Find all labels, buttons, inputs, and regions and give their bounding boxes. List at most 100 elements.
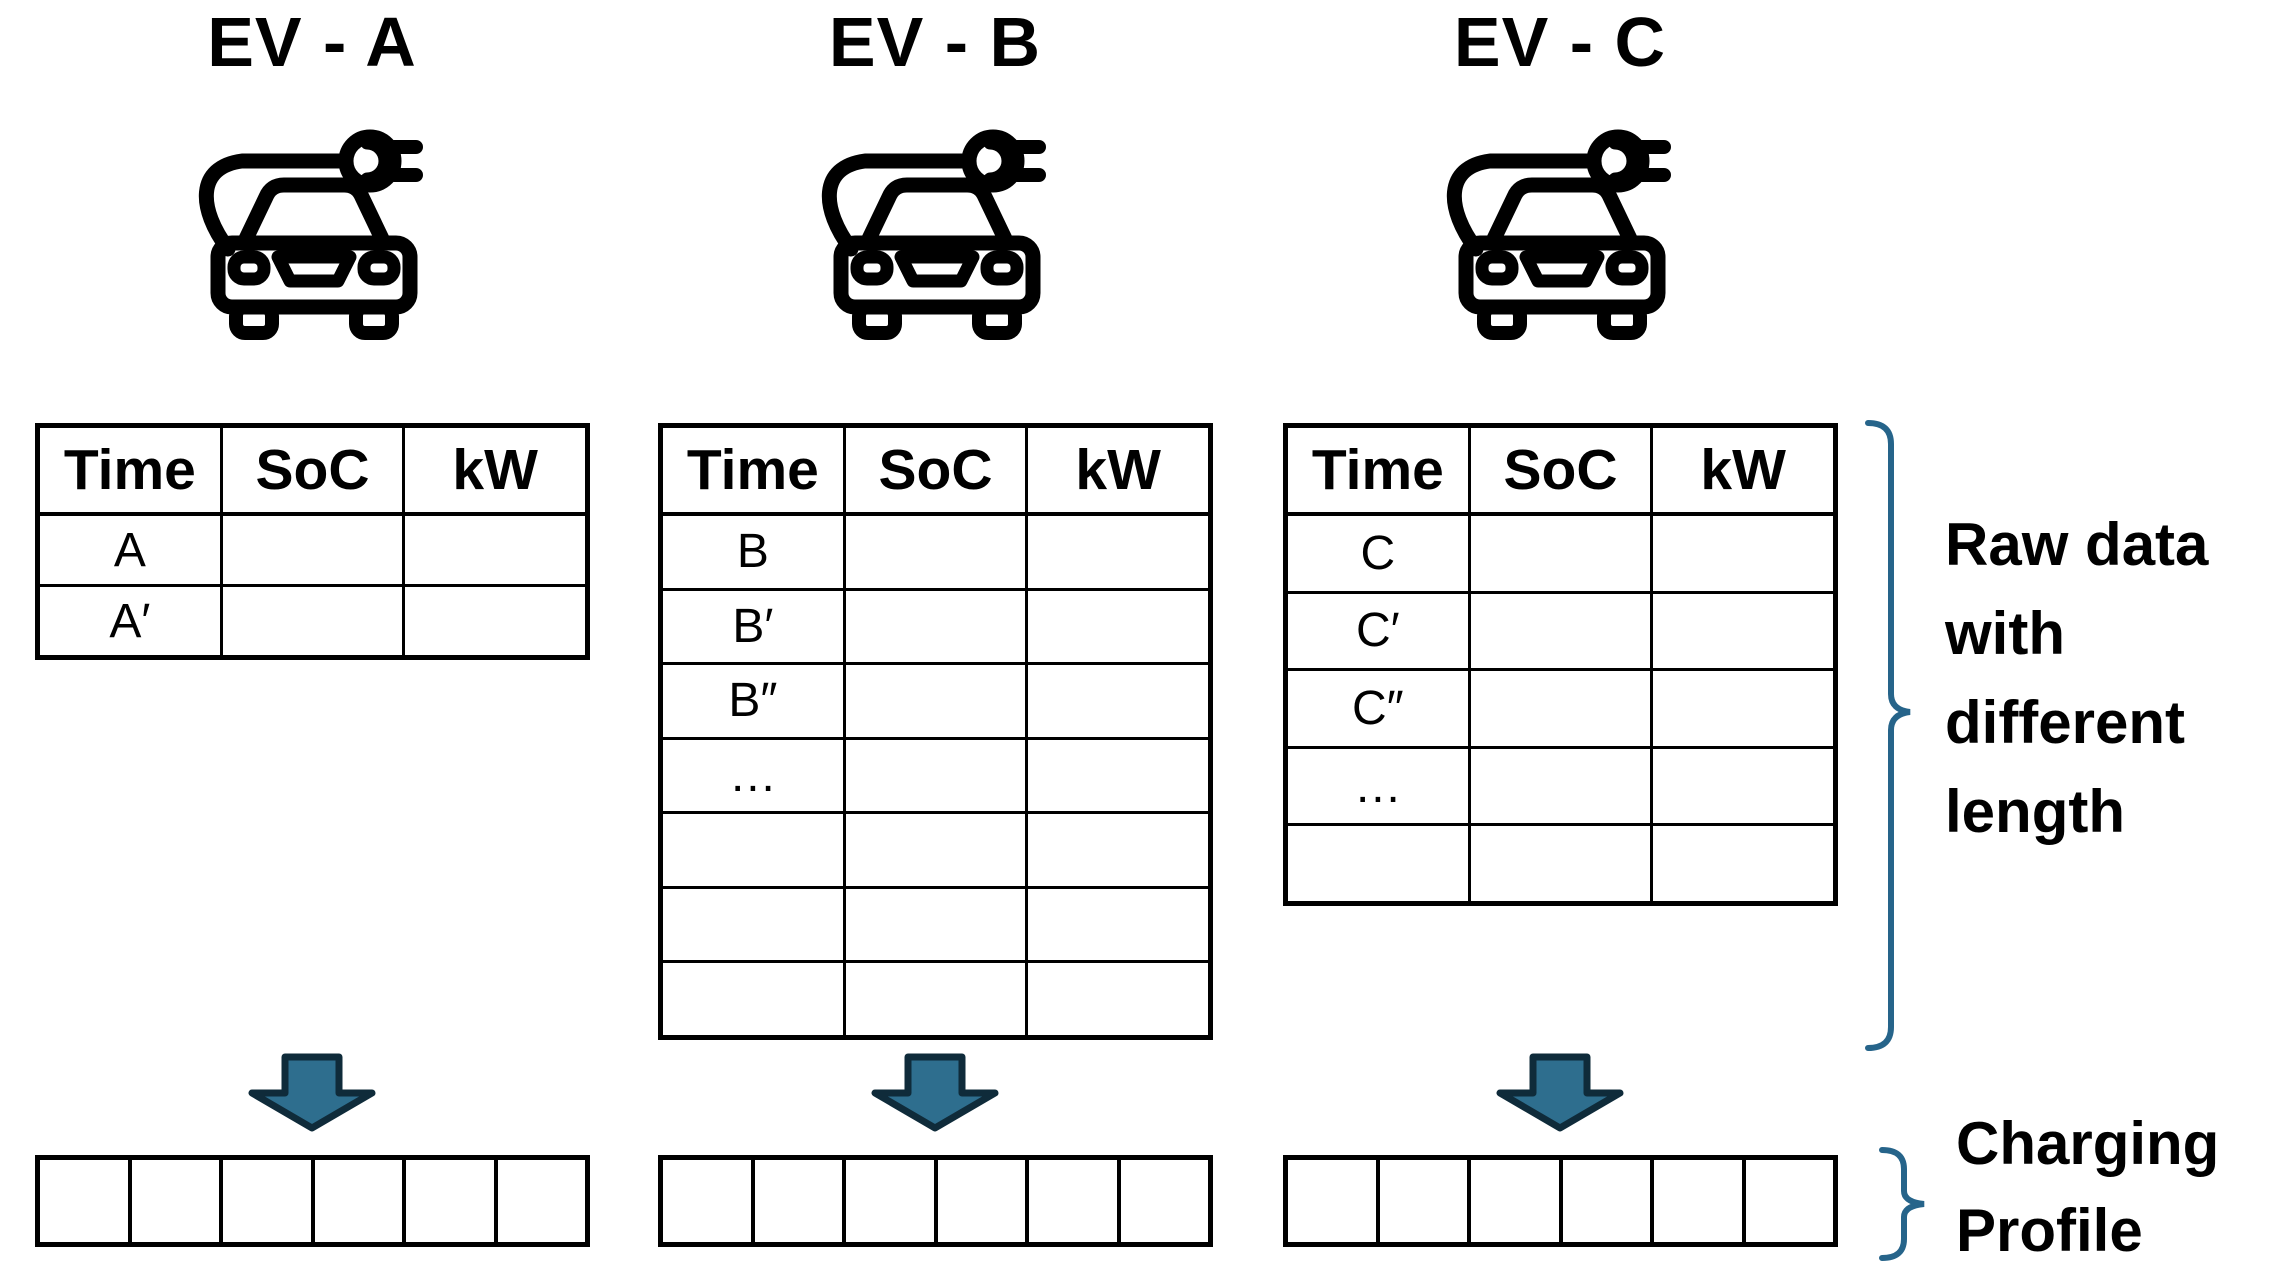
table-cell-empty	[1467, 748, 1651, 824]
table-cell-time-label	[663, 963, 843, 1035]
table-cell-empty	[1650, 516, 1833, 591]
table-cell-time-label: B	[736, 525, 769, 579]
table-cell-time-label: B″	[728, 674, 778, 728]
charging-profile-brace	[1879, 1147, 1925, 1261]
table-cell-time-label: …	[728, 749, 777, 803]
table-row: A′	[40, 584, 585, 655]
table-cell-empty	[1650, 593, 1833, 669]
table-row	[663, 885, 1208, 961]
raw-data-label-line: Raw data	[1945, 511, 2209, 578]
profile-cell	[1741, 1160, 1834, 1242]
table-cell-empty	[1025, 590, 1208, 663]
profile-cell	[1467, 1160, 1559, 1242]
table-row	[663, 811, 1208, 886]
table-cell-empty	[842, 888, 1026, 961]
ev-a-title: EV - A	[207, 3, 417, 81]
table-cell-time-label	[663, 889, 843, 961]
table-row: B	[663, 512, 1208, 588]
ev-car-charging-icon	[801, 78, 1071, 360]
table-cell-time-label	[663, 814, 843, 886]
profile-cell	[933, 1160, 1026, 1242]
ev-car-charging-icon	[1426, 78, 1696, 360]
table-cell-empty	[842, 739, 1026, 812]
table-cell-empty	[402, 587, 585, 655]
ev-a-charging-profile-strip	[35, 1155, 590, 1247]
table-cell-empty	[402, 516, 585, 584]
table-cell-empty	[842, 814, 1026, 886]
table-cell-empty	[1467, 516, 1651, 591]
table-header-cell: SoC	[842, 428, 1026, 512]
table-row	[663, 960, 1208, 1036]
table-header-cell: Time	[686, 438, 819, 502]
ev-c-title: EV - C	[1453, 3, 1667, 81]
table-cell-time-label	[1288, 826, 1468, 901]
profile-cell	[127, 1160, 220, 1242]
table-header-cell: kW	[402, 428, 585, 512]
table-cell-empty	[1467, 671, 1651, 746]
table-cell-empty	[1025, 516, 1208, 588]
raw-data-brace	[1865, 420, 1911, 1051]
profile-cell	[842, 1160, 934, 1242]
ev-b-title: EV - B	[828, 3, 1042, 81]
ev-b-charging-profile-strip	[658, 1155, 1213, 1247]
table-cell-empty	[842, 516, 1026, 588]
table-row: C′	[1288, 590, 1833, 669]
table-cell-empty	[1025, 739, 1208, 812]
profile-cell	[40, 1160, 128, 1242]
table-row: A	[40, 512, 585, 584]
table-cell-empty	[842, 963, 1026, 1036]
ev-car-charging-icon	[178, 78, 448, 360]
charging-profile-label-line: Profile	[1956, 1197, 2143, 1264]
profile-cell	[402, 1160, 494, 1242]
table-cell-empty	[219, 516, 403, 584]
table-row: …	[663, 736, 1208, 812]
table-cell-empty	[1025, 665, 1208, 737]
table-row: B′	[663, 587, 1208, 663]
profile-cell	[310, 1160, 403, 1242]
raw-data-label: Raw data with different length	[1945, 500, 2281, 856]
table-cell-empty	[1467, 826, 1651, 901]
profile-cell	[663, 1160, 751, 1242]
down-arrow-icon	[871, 1053, 999, 1132]
table-row: B″	[663, 662, 1208, 737]
profile-cell	[750, 1160, 843, 1242]
table-cell-time-label: …	[1353, 759, 1402, 813]
table-cell-empty	[1025, 963, 1208, 1036]
table-header-cell: SoC	[219, 428, 403, 512]
table-cell-time-label: A′	[109, 594, 151, 648]
table-cell-empty	[842, 590, 1026, 663]
profile-cell	[219, 1160, 311, 1242]
table-cell-empty	[1467, 593, 1651, 669]
profile-cell	[1025, 1160, 1117, 1242]
profile-cell	[1650, 1160, 1742, 1242]
table-cell-empty	[842, 665, 1026, 737]
profile-cell	[1375, 1160, 1468, 1242]
table-header-cell: SoC	[1467, 428, 1651, 512]
table-row: C″	[1288, 668, 1833, 746]
table-cell-empty	[1650, 671, 1833, 746]
table-cell-empty	[1025, 888, 1208, 961]
table-row: …	[1288, 745, 1833, 824]
charging-profile-label-line: Charging	[1956, 1110, 2220, 1177]
table-header-cell: kW	[1650, 428, 1833, 512]
down-arrow-icon	[248, 1053, 376, 1132]
table-row: C	[1288, 512, 1833, 591]
table-cell-empty	[1025, 814, 1208, 886]
raw-data-label-line: length	[1945, 778, 2125, 845]
ev-c-charging-profile-strip	[1283, 1155, 1838, 1247]
table-row	[1288, 823, 1833, 901]
table-cell-time-label: C″	[1352, 681, 1404, 735]
table-header-cell: Time	[1311, 438, 1444, 502]
table-cell-empty	[1650, 748, 1833, 824]
profile-cell	[1558, 1160, 1651, 1242]
table-cell-time-label: A	[113, 523, 146, 577]
charging-profile-label: Charging Profile	[1956, 1100, 2281, 1274]
table-cell-time-label: C′	[1356, 604, 1400, 658]
table-header-cell: Time	[63, 438, 196, 502]
